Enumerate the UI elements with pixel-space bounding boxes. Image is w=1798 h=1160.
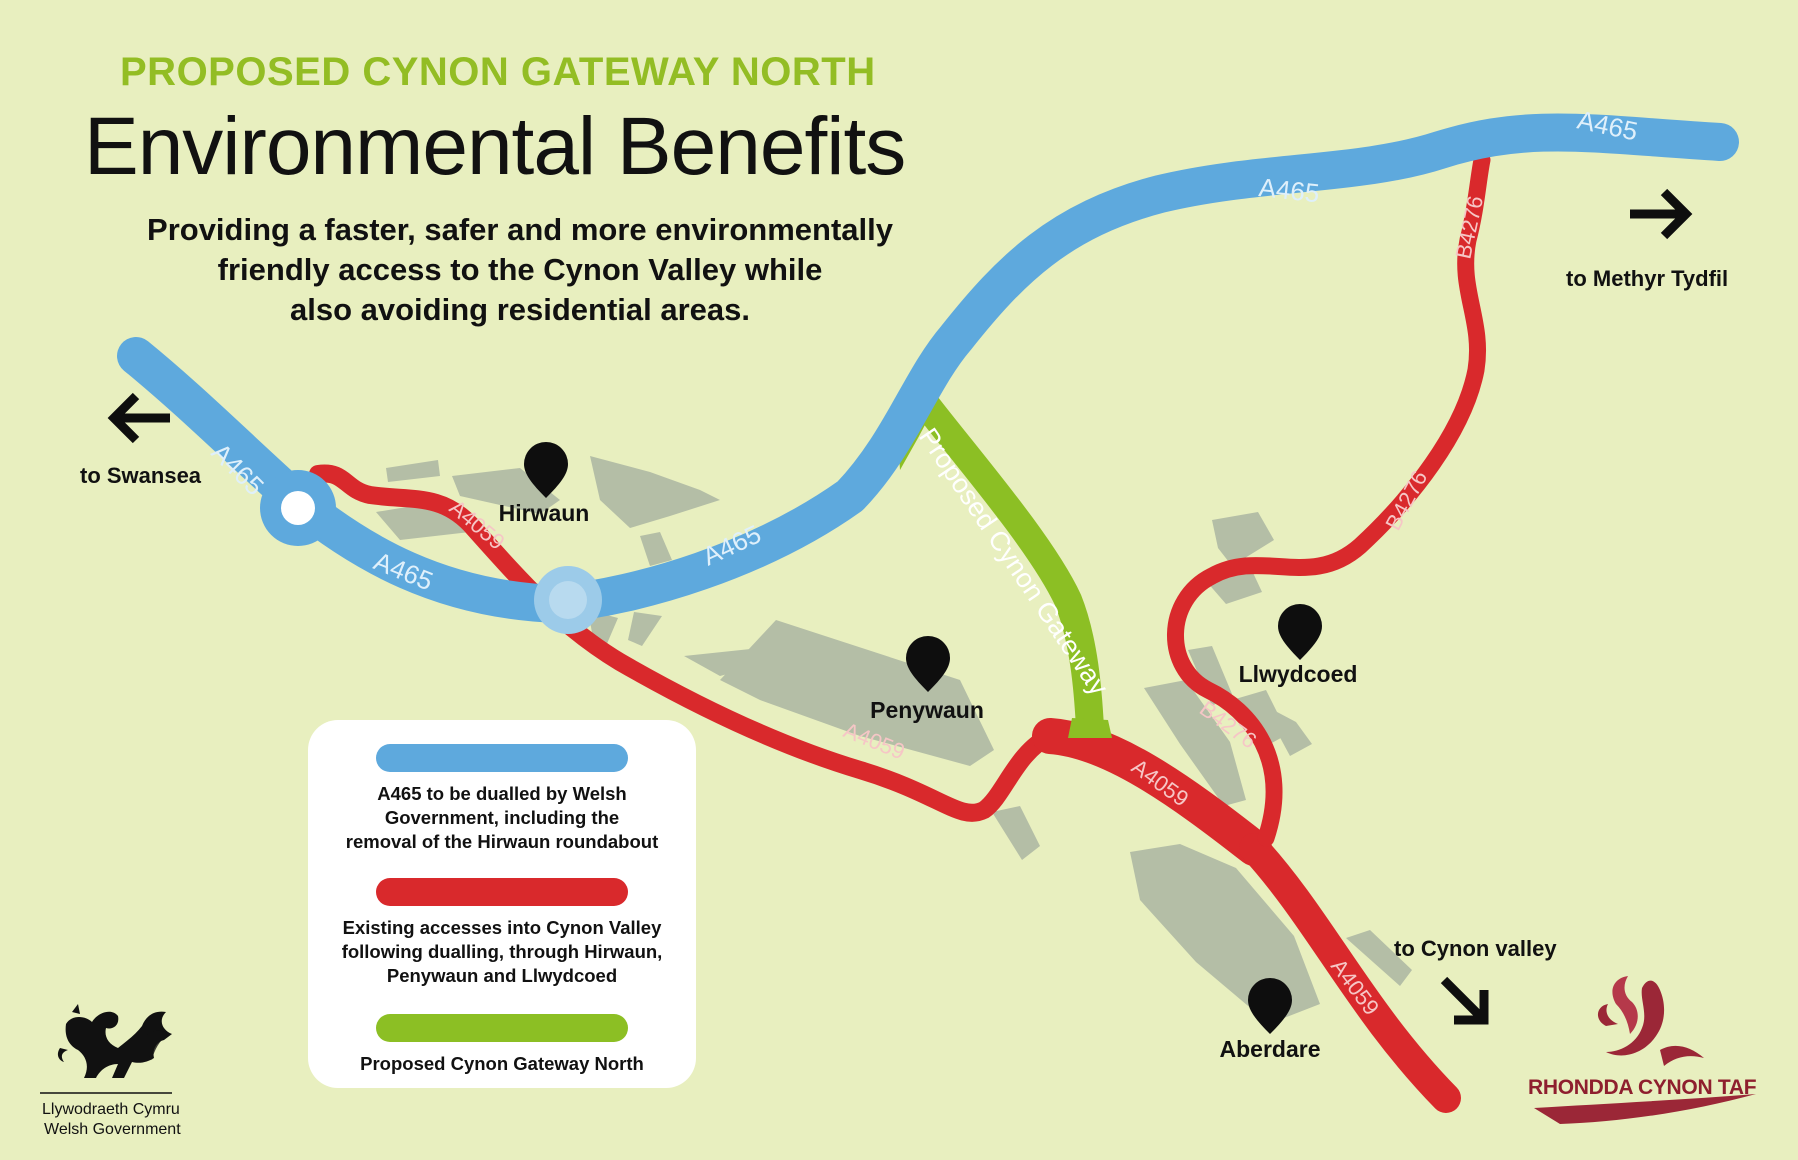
legend-line: Government, including the — [384, 807, 620, 828]
direction-cynon-valley: to Cynon valley — [1394, 936, 1557, 961]
direction-swansea: to Swansea — [80, 463, 202, 488]
b4276-label: B4276 — [1380, 466, 1432, 534]
legend-line: following dualling, through Hirwaun, — [341, 941, 663, 962]
legend-line: Existing accesses into Cynon Valley — [342, 917, 662, 938]
legend-line: removal of the Hirwaun roundabout — [345, 831, 659, 852]
legend-swatch-existing — [376, 878, 628, 906]
b4276-label: B4276 — [1450, 194, 1488, 261]
a465-label: A465 — [1257, 172, 1321, 208]
place-label-hirwaun: Hirwaun — [499, 500, 590, 526]
legend-line: Penywaun and Llwydcoed — [386, 965, 618, 986]
rct-logo — [1534, 976, 1756, 1124]
legend-swatch-gateway — [376, 1014, 628, 1042]
page-subtitle: Providing a faster, safer and more envir… — [100, 210, 940, 330]
subtitle-line: friendly access to the Cynon Valley whil… — [217, 252, 823, 287]
legend-swatch-a465 — [376, 744, 628, 772]
page-eyebrow: PROPOSED CYNON GATEWAY NORTH — [120, 50, 876, 94]
a465-road — [117, 113, 1739, 623]
place-label-aberdare: Aberdare — [1220, 1036, 1321, 1062]
existing-red-roads — [309, 151, 1491, 1113]
legend-line: Proposed Cynon Gateway North — [360, 1053, 644, 1074]
subtitle-line: also avoiding residential areas. — [289, 292, 751, 327]
map-legend: A465 to be dualled by Welsh Government, … — [308, 720, 696, 1088]
arrow-left-icon — [107, 392, 170, 444]
place-label-llwydcoed: Llwydcoed — [1239, 661, 1358, 687]
legend-text-a465: A465 to be dualled by Welsh Government, … — [318, 782, 686, 854]
direction-merthyr: to Methyr Tydfil — [1566, 266, 1728, 291]
hirwaun-marker-icon — [524, 442, 568, 498]
subtitle-line: Providing a faster, safer and more envir… — [147, 212, 893, 247]
arrow-right-icon — [1630, 188, 1693, 240]
legend-text-existing: Existing accesses into Cynon Valley foll… — [318, 916, 686, 988]
aberdare-marker-icon — [1248, 978, 1292, 1034]
rct-wordmark: RHONDDA CYNON TAF — [1528, 1076, 1757, 1099]
penywaun-marker-icon — [906, 636, 950, 692]
direction-arrows — [107, 188, 1693, 1025]
welsh-dragon-logo — [57, 1004, 172, 1078]
welsh-government-welsh: Llywodraeth Cymru — [42, 1101, 180, 1118]
proposed-gateway — [906, 385, 1104, 729]
place-markers — [524, 442, 1322, 1034]
built-up-areas — [376, 456, 1412, 1018]
hirwaun-roundabout-centre — [281, 491, 315, 525]
gateway-junction-right — [1068, 718, 1112, 738]
llwydcoed-marker-icon — [1278, 604, 1322, 660]
legend-text-gateway: Proposed Cynon Gateway North — [318, 1052, 686, 1076]
arrow-down-right-icon — [1440, 976, 1489, 1025]
welsh-government-english: Welsh Government — [44, 1121, 181, 1138]
place-label-penywaun: Penywaun — [870, 697, 984, 723]
page-title: Environmental Benefits — [84, 101, 906, 192]
legend-line: A465 to be dualled by Welsh — [377, 783, 627, 804]
penywaun-junction-centre — [549, 581, 587, 619]
